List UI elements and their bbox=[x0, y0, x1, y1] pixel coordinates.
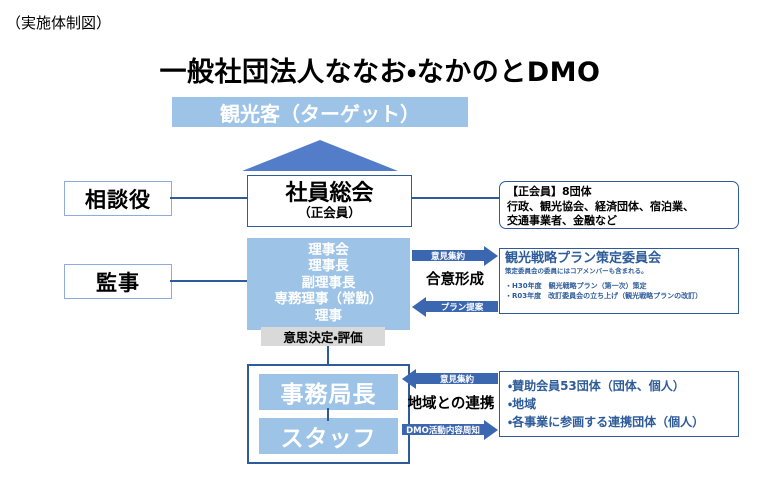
general-assembly-box: 社員総会 （正会員） bbox=[247, 175, 412, 227]
members-line: 交通事業者、金融など bbox=[507, 214, 617, 228]
partners-line: ・賛助会員53団体（団体、個人） bbox=[508, 379, 685, 393]
board-role: 専務理事（常勤） bbox=[274, 291, 383, 308]
connector-board-office bbox=[327, 346, 329, 364]
connector-assembly-members bbox=[410, 197, 500, 199]
arrow-region-dmo-activity-notice: DMO活動内容周知 bbox=[402, 419, 498, 440]
diagram-subtitle: （実施体制図） bbox=[6, 14, 112, 32]
decision-evaluation-tag: 意思決定・評価 bbox=[261, 327, 385, 346]
arrow-consensus-bottom-label: プラン提案 bbox=[426, 301, 498, 313]
connector-advisor bbox=[170, 197, 248, 199]
arrow-consensus-opinion-gathering: 意見集約 bbox=[412, 245, 498, 266]
strategy-bullet: ・R03年度 改訂委員会の立ち上げ（観光戦略プランの改訂） bbox=[505, 292, 703, 301]
auditor-label-box: 監事 bbox=[64, 264, 172, 299]
strategy-committee-title: 観光戦略プラン策定委員会 bbox=[505, 251, 662, 266]
connector-office-internal bbox=[327, 408, 329, 421]
members-line: 行政、観光協会、経済団体、宿泊業、 bbox=[507, 199, 694, 213]
board-of-directors-box: 理事会 理事長 副理事長 専務理事（常勤） 理事 bbox=[247, 238, 410, 330]
supporting-partners-box: ・賛助会員53団体（団体、個人） ・地域 ・各事業に参画する連携団体（個人） bbox=[499, 371, 739, 437]
arrow-head-right-icon bbox=[484, 245, 498, 266]
connector-auditor bbox=[170, 280, 248, 282]
strategy-plan-committee-box: 観光戦略プラン策定委員会 策定委員会の委員にはコアメンバーも含まれる。 ・H30… bbox=[499, 248, 739, 314]
arrow-region-top-label: 意見集約 bbox=[416, 373, 498, 385]
general-assembly-title: 社員総会 bbox=[285, 181, 374, 207]
up-arrow-icon bbox=[242, 140, 398, 171]
board-role: 理事会 bbox=[308, 242, 349, 258]
arrow-consensus-top-label: 意見集約 bbox=[412, 250, 484, 262]
arrow-region-bottom-label: DMO活動内容周知 bbox=[402, 424, 484, 436]
arrow-head-right-icon bbox=[484, 419, 498, 440]
arrow-head-left-icon bbox=[412, 296, 426, 317]
partners-line: ・地域 bbox=[508, 397, 537, 411]
strategy-committee-note: 策定委員会の委員にはコアメンバーも含まれる。 bbox=[505, 266, 648, 275]
partners-line: ・各事業に参画する連携団体（個人） bbox=[508, 415, 705, 429]
arrow-region-opinion-gathering: 意見集約 bbox=[402, 368, 498, 389]
secretariat-staff-cell: スタッフ bbox=[259, 418, 398, 454]
consensus-caption: 合意形成 bbox=[426, 272, 484, 288]
regular-members-box: 【正会員】8団体 行政、観光協会、経済団体、宿泊業、 交通事業者、金融など bbox=[499, 181, 739, 229]
secretariat-chief-cell: 事務局長 bbox=[259, 374, 398, 410]
region-cooperation-caption: 地域との連携 bbox=[407, 396, 495, 412]
members-line: 【正会員】8団体 bbox=[507, 185, 592, 198]
target-banner: 観光客（ターゲット） bbox=[172, 97, 468, 127]
secretariat-box: 事務局長 スタッフ bbox=[247, 364, 410, 464]
arrow-consensus-plan-proposal: プラン提案 bbox=[412, 296, 498, 317]
arrow-head-left-icon bbox=[402, 368, 416, 389]
strategy-bullet-list: ・H30年度 観光戦略プラン（第一次）策定 ・R03年度 改訂委員会の立ち上げ（… bbox=[505, 282, 733, 301]
page-title: 一般社団法人ななお・なかのとDMO bbox=[159, 57, 601, 88]
board-role: 理事長 bbox=[308, 258, 349, 275]
advisor-label-box: 相談役 bbox=[64, 181, 172, 216]
strategy-bullet: ・H30年度 観光戦略プラン（第一次）策定 bbox=[505, 282, 647, 291]
board-role: 副理事長 bbox=[301, 274, 356, 291]
general-assembly-subtitle: （正会員） bbox=[298, 205, 361, 221]
board-role: 理事 bbox=[315, 307, 342, 324]
